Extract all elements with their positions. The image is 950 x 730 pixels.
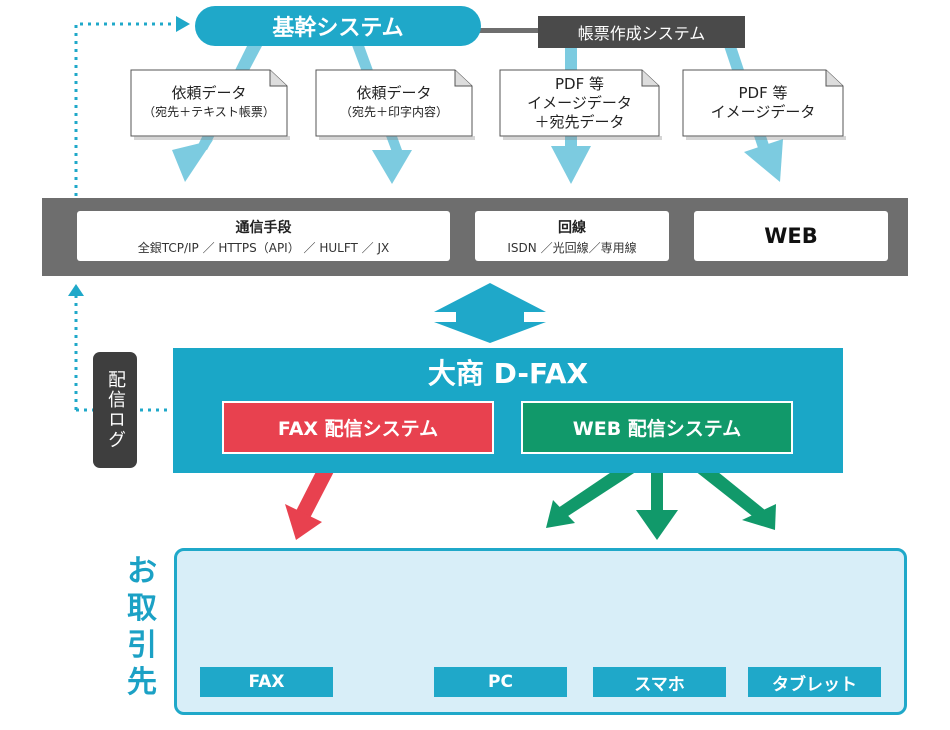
document-1-line-2: （宛先＋テキスト帳票） — [143, 105, 275, 119]
delivery-log-box: 配信ログ — [93, 352, 137, 468]
document-2-line-2: （宛先＋印字内容） — [339, 105, 448, 119]
document-3-line-2: イメージデータ — [527, 93, 632, 112]
dotted-feedback-line — [68, 16, 190, 412]
document-1: 依頼データ （宛先＋テキスト帳票） — [131, 72, 287, 134]
core-system: 基幹システム — [195, 6, 481, 46]
document-2: 依頼データ （宛先＋印字内容） — [316, 72, 472, 134]
document-4: PDF 等 イメージデータ — [683, 72, 843, 134]
comm-method-box: 通信手段 全銀TCP/IP ／ HTTPS（API） ／ HULFT ／ JX — [77, 211, 450, 261]
document-1-line-1: 依頼データ — [171, 84, 247, 102]
document-3: PDF 等 イメージデータ ＋宛先データ — [500, 72, 659, 134]
line-box: 回線 ISDN ／光回線／専用線 — [475, 211, 669, 261]
document-shadows — [134, 136, 846, 140]
document-4-line-1: PDF 等 — [738, 84, 788, 102]
customers-label-char: 引 — [127, 628, 157, 663]
web-box: WEB — [694, 211, 888, 261]
web-title: WEB — [764, 224, 818, 248]
document-4-line-2: イメージデータ — [710, 103, 816, 121]
device-label-tablet: タブレット — [748, 667, 881, 697]
document-3-line-1: PDF 等 — [555, 74, 604, 93]
customers-label-char: 取 — [127, 591, 157, 626]
comm-method-title: 通信手段 — [235, 219, 292, 236]
two-way-arrow — [434, 283, 546, 343]
customers-label-char: お — [127, 554, 157, 589]
document-2-line-1: 依頼データ — [356, 84, 432, 102]
dfax-title: 大商 D-FAX — [427, 357, 589, 390]
device-label-pc: PC — [434, 667, 567, 697]
fax-delivery-system: FAX 配信システム — [222, 401, 494, 454]
document-3-line-3: ＋宛先データ — [534, 112, 625, 131]
customers-label-char: 先 — [127, 665, 157, 700]
device-label-fax: FAX — [200, 667, 333, 697]
web-delivery-system: WEB 配信システム — [521, 401, 793, 454]
line-detail: ISDN ／光回線／専用線 — [507, 240, 637, 255]
core-form-connector — [478, 28, 540, 33]
line-title: 回線 — [558, 219, 586, 236]
delivery-log-label: 配信ログ — [105, 370, 126, 450]
document-shapes — [130, 69, 844, 137]
customers-label: お取引先 — [122, 553, 162, 703]
comm-method-detail: 全銀TCP/IP ／ HTTPS（API） ／ HULFT ／ JX — [137, 240, 390, 255]
device-label-smartphone: スマホ — [593, 667, 726, 697]
form-creation-system: 帳票作成システム — [538, 16, 745, 48]
